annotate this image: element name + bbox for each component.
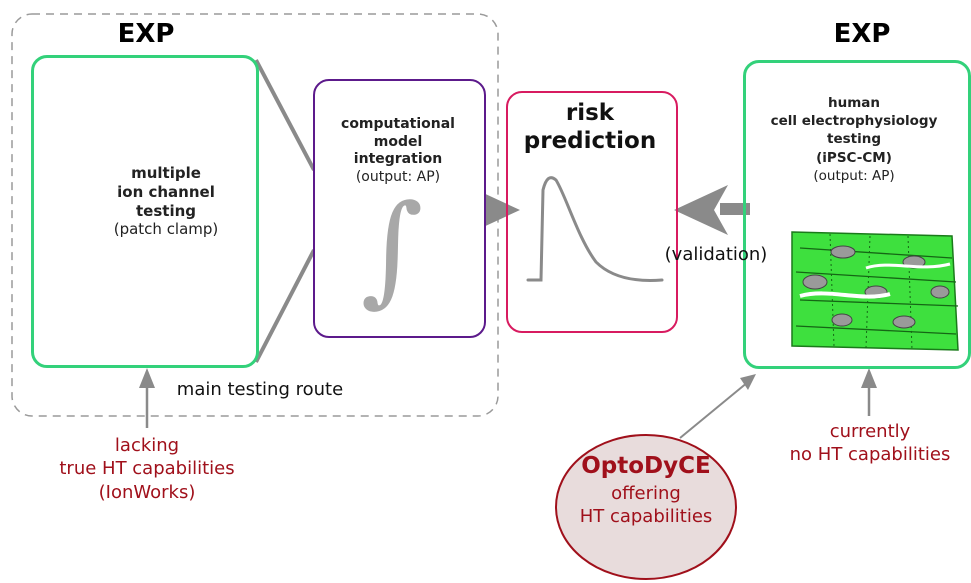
- computational-model-box: [313, 79, 486, 338]
- arrow-currently-head: [861, 368, 877, 388]
- arrow-validation-head: [674, 185, 728, 235]
- action-potential-trace: [526, 176, 664, 282]
- ion-box-title-3: testing: [136, 201, 196, 220]
- lacking-line-2: true HT capabilities: [59, 458, 235, 480]
- model-box-title-3: integration: [353, 151, 443, 167]
- ion-box-title-2: ion channel: [117, 182, 215, 201]
- lacking-line-1: lacking: [114, 435, 180, 456]
- optodyce-text: OptoDyCE offering HT capabilities: [566, 452, 726, 529]
- ion-box-subtitle: (patch clamp): [113, 220, 219, 239]
- cell-box-title-1: human: [827, 95, 880, 111]
- model-box-title-2: model: [373, 133, 423, 150]
- connector-bottom: [254, 249, 316, 363]
- model-box-text: computational model integration (output:…: [322, 116, 474, 186]
- exp-left-label: EXP: [117, 19, 175, 49]
- ion-box-title-1: multiple: [131, 164, 201, 182]
- cell-box-title-2: cell electrophysiology: [770, 113, 938, 130]
- exp-right-label: EXP: [833, 19, 891, 49]
- lacking-text: lacking true HT capabilities (IonWorks): [30, 434, 264, 504]
- model-box-title-1: computational: [341, 116, 455, 132]
- arrow-validation-shaft: [720, 203, 750, 215]
- cell-box-title-4: (iPSC-CM): [816, 149, 892, 166]
- model-box-subtitle: (output: AP): [355, 168, 441, 185]
- optodyce-oval: [555, 434, 737, 580]
- cell-testing-box: [743, 60, 971, 369]
- risk-prediction-box: [506, 91, 678, 333]
- ion-channel-box: [31, 55, 259, 368]
- ion-box-text: multiple ion channel testing (patch clam…: [96, 164, 236, 239]
- risk-title-1: risk: [565, 100, 615, 126]
- integral-symbol: ∫: [360, 180, 424, 319]
- risk-box-text: risk prediction: [510, 100, 670, 155]
- arrow-lacking-head: [139, 368, 155, 388]
- lacking-line-3: (IonWorks): [98, 481, 196, 503]
- currently-line-1: currently: [829, 421, 911, 442]
- arrow-optodyce-shaft: [679, 381, 749, 439]
- cell-box-text: human cell electrophysiology testing (iP…: [748, 94, 960, 185]
- currently-line-2: no HT capabilities: [789, 444, 951, 466]
- currently-text: currently no HT capabilities: [770, 420, 970, 467]
- optodyce-title: OptoDyCE: [581, 453, 711, 479]
- validation-label: (validation): [664, 244, 768, 265]
- optodyce-line-2: HT capabilities: [579, 506, 713, 528]
- risk-title-2: prediction: [523, 127, 657, 154]
- connector-top: [254, 59, 316, 171]
- cell-box-title-3: testing: [827, 131, 881, 148]
- cell-box-subtitle: (output: AP): [813, 167, 895, 184]
- optodyce-line-1: offering: [611, 482, 681, 504]
- arrow-optodyce-head: [740, 374, 756, 390]
- main-route-label: main testing route: [176, 379, 344, 400]
- cardiomyocyte-illustration: [791, 231, 959, 351]
